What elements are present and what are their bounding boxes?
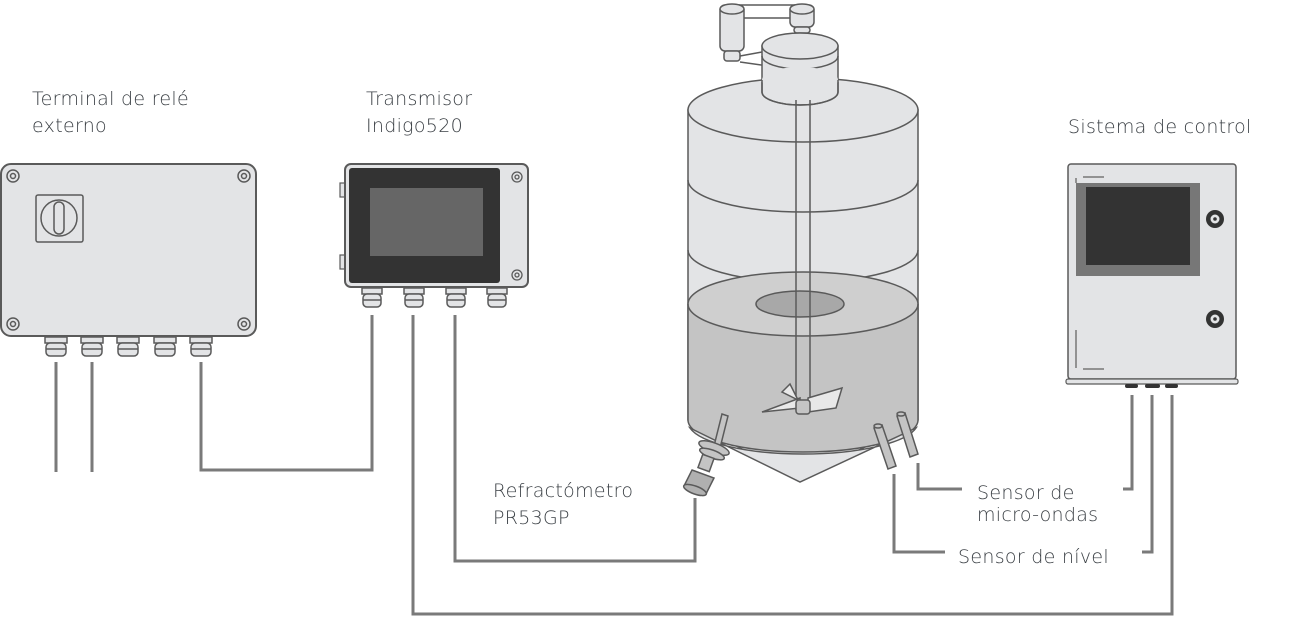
control-system-cabinet[interactable]: [1065, 163, 1239, 388]
control-system-label: Sistema de control: [1068, 114, 1252, 141]
level-sensor-wire-right: [1142, 395, 1154, 554]
relay-terminal-label: Terminal de relé externo: [32, 86, 189, 140]
screw-icon: [6, 169, 251, 331]
microwave-sensor-probe[interactable]: [896, 411, 919, 458]
label-line: Transmisor: [366, 88, 473, 110]
refractometer-label: Refractómetro PR53GP: [493, 478, 633, 532]
label-line: Sensor de nível: [958, 546, 1109, 568]
transmitter-screen: [370, 188, 483, 256]
process-tank: [687, 3, 919, 483]
impeller: [761, 382, 844, 415]
transmitter-to-refractometer-wire: [453, 315, 697, 563]
label-line: PR53GP: [493, 507, 570, 529]
relay-terminal-device[interactable]: [0, 163, 257, 357]
rotary-switch-icon[interactable]: [35, 194, 84, 243]
refractometer-probe[interactable]: [682, 413, 730, 498]
cable-glands: [361, 287, 508, 308]
cable-glands: [44, 336, 213, 357]
microwave-sensor-label: Sensor de micro-ondas: [977, 482, 1098, 526]
screw-icon: [511, 171, 523, 281]
label-line: micro-ondas: [977, 504, 1099, 526]
microwave-sensor-wire-right: [1123, 395, 1134, 491]
label-line: Refractómetro: [493, 480, 634, 502]
transmitter-device[interactable]: [339, 163, 529, 308]
level-sensor-label: Sensor de nível: [958, 544, 1109, 571]
control-system-screen: [1086, 187, 1190, 265]
door-lock-icon[interactable]: [1206, 210, 1224, 328]
label-line: Terminal de relé: [32, 88, 189, 110]
wiring: [54, 315, 1174, 616]
transmitter-label: Transmisor Indigo520: [366, 86, 472, 140]
label-line: Sensor de: [977, 482, 1075, 504]
label-line: Sistema de control: [1068, 116, 1252, 138]
level-sensor-wire-left: [892, 474, 945, 554]
level-sensor-probe[interactable]: [873, 423, 897, 470]
label-line: externo: [32, 115, 107, 137]
label-line: Indigo520: [366, 115, 463, 137]
microwave-sensor-wire-left: [916, 463, 962, 491]
relay-to-transmitter-wire: [199, 315, 374, 472]
transmitter-to-control-wire: [411, 315, 1174, 616]
